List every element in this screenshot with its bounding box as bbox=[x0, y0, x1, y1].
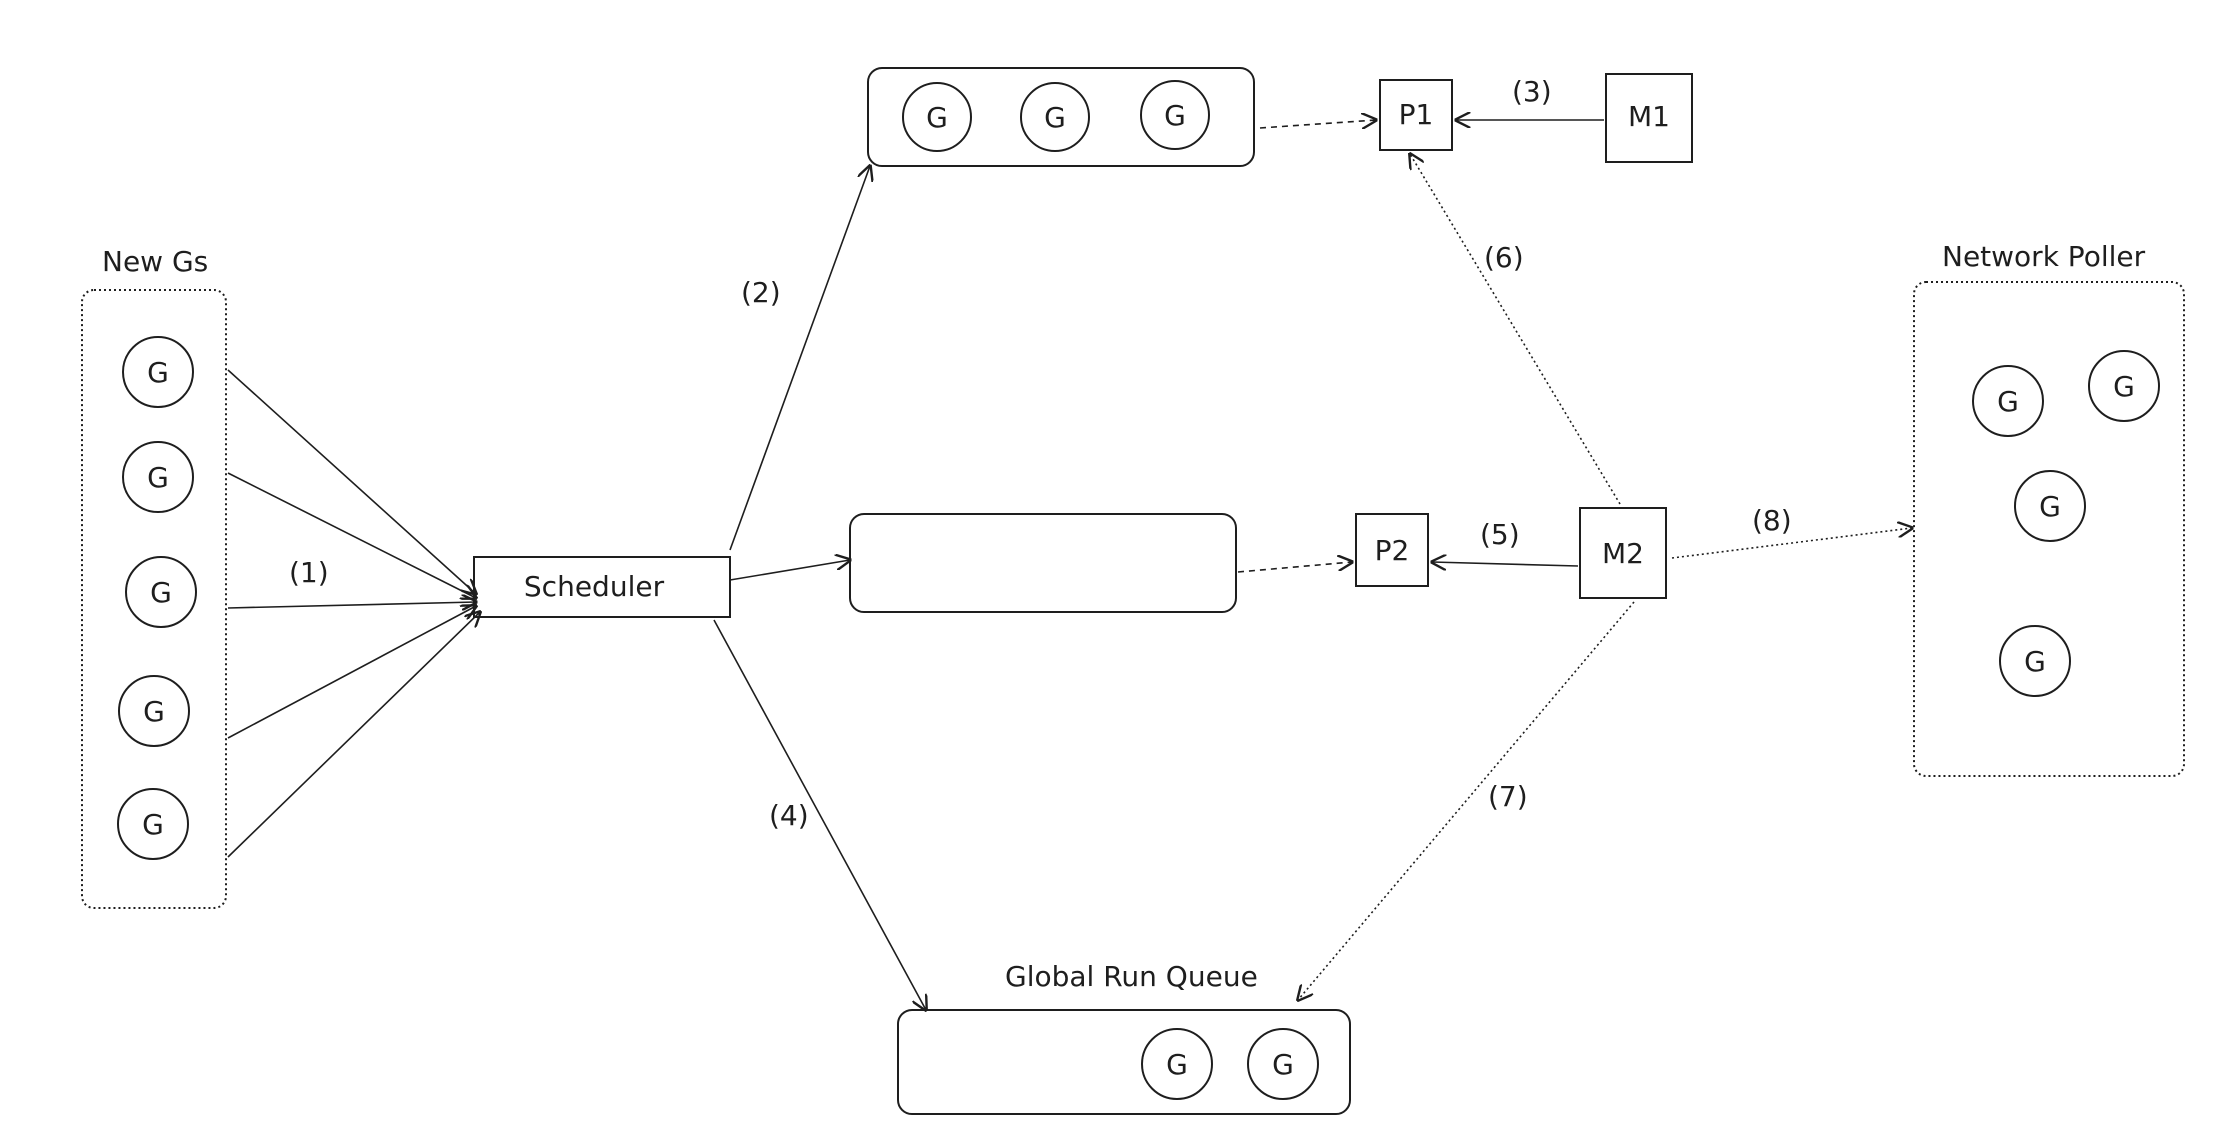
edge-scheduler-to-queue1 bbox=[729, 166, 870, 551]
edge-scheduler-to-global-queue bbox=[713, 619, 926, 1010]
edge-label-4: (4) bbox=[769, 799, 809, 832]
edge-label-3: (3) bbox=[1512, 75, 1552, 108]
goroutine-label: G bbox=[2039, 490, 2061, 523]
goroutine-label: G bbox=[1044, 101, 1066, 134]
global-g-1: G bbox=[1141, 1028, 1213, 1100]
p2-label: P2 bbox=[1375, 534, 1410, 567]
global-run-queue-title: Global Run Queue bbox=[1005, 960, 1258, 993]
new-g-1: G bbox=[122, 336, 194, 408]
edge-m2-to-p2 bbox=[1432, 562, 1579, 566]
local-run-queue-1: G G G bbox=[867, 67, 1255, 167]
edge-label-6: (6) bbox=[1484, 241, 1524, 274]
new-g-5: G bbox=[117, 788, 189, 860]
new-g-3: G bbox=[125, 556, 197, 628]
edge-label-5: (5) bbox=[1480, 518, 1520, 551]
edge-scheduler-to-queue2 bbox=[729, 560, 850, 581]
new-gs-container bbox=[81, 289, 227, 909]
edge-m2-to-global-queue bbox=[1298, 601, 1635, 1000]
network-poller-title: Network Poller bbox=[1942, 240, 2146, 273]
global-run-queue: G G bbox=[897, 1009, 1351, 1115]
m1-node: M1 bbox=[1605, 73, 1693, 163]
edge-label-1: (1) bbox=[289, 556, 329, 589]
edge-new-g-1-to-scheduler bbox=[227, 369, 476, 594]
poller-g-1: G bbox=[1972, 365, 2044, 437]
new-gs-title: New Gs bbox=[102, 245, 208, 278]
goroutine-label: G bbox=[150, 576, 172, 609]
edge-m2-to-p1 bbox=[1410, 154, 1621, 505]
goroutine-label: G bbox=[1164, 99, 1186, 132]
edge-m2-to-network-poller bbox=[1671, 528, 1912, 559]
edge-queue1-to-p1 bbox=[1259, 120, 1376, 128]
queue1-g-1: G bbox=[902, 82, 972, 152]
queue1-g-3: G bbox=[1140, 80, 1210, 150]
queue1-g-2: G bbox=[1020, 82, 1090, 152]
goroutine-label: G bbox=[147, 461, 169, 494]
edge-queue2-to-p2 bbox=[1237, 562, 1352, 573]
local-run-queue-2 bbox=[849, 513, 1237, 613]
global-g-2: G bbox=[1247, 1028, 1319, 1100]
goroutine-label: G bbox=[2024, 645, 2046, 678]
goroutine-label: G bbox=[1997, 385, 2019, 418]
m2-node: M2 bbox=[1579, 507, 1667, 599]
p1-node: P1 bbox=[1379, 79, 1453, 151]
m1-label: M1 bbox=[1628, 100, 1670, 133]
edge-new-g-3-to-scheduler bbox=[227, 602, 476, 608]
p2-node: P2 bbox=[1355, 513, 1429, 587]
new-g-4: G bbox=[118, 675, 190, 747]
goroutine-label: G bbox=[147, 356, 169, 389]
new-g-2: G bbox=[122, 441, 194, 513]
goroutine-label: G bbox=[142, 808, 164, 841]
p1-label: P1 bbox=[1399, 98, 1434, 131]
edge-new-g-4-to-scheduler bbox=[227, 606, 476, 739]
edge-label-7: (7) bbox=[1488, 780, 1528, 813]
goroutine-label: G bbox=[1272, 1048, 1294, 1081]
goroutine-label: G bbox=[2113, 370, 2135, 403]
edge-new-g-5-to-scheduler bbox=[227, 612, 480, 858]
goroutine-label: G bbox=[143, 695, 165, 728]
scheduler-label: Scheduler bbox=[524, 570, 665, 603]
goroutine-label: G bbox=[926, 101, 948, 134]
poller-g-2: G bbox=[2088, 350, 2160, 422]
poller-g-4: G bbox=[1999, 625, 2071, 697]
edge-label-2: (2) bbox=[741, 276, 781, 309]
edge-new-g-2-to-scheduler bbox=[227, 472, 476, 598]
m2-label: M2 bbox=[1602, 537, 1644, 570]
poller-g-3: G bbox=[2014, 470, 2086, 542]
edge-label-8: (8) bbox=[1752, 504, 1792, 537]
goroutine-label: G bbox=[1166, 1048, 1188, 1081]
network-poller-container bbox=[1913, 281, 2185, 777]
scheduler-node: Scheduler bbox=[473, 556, 731, 618]
